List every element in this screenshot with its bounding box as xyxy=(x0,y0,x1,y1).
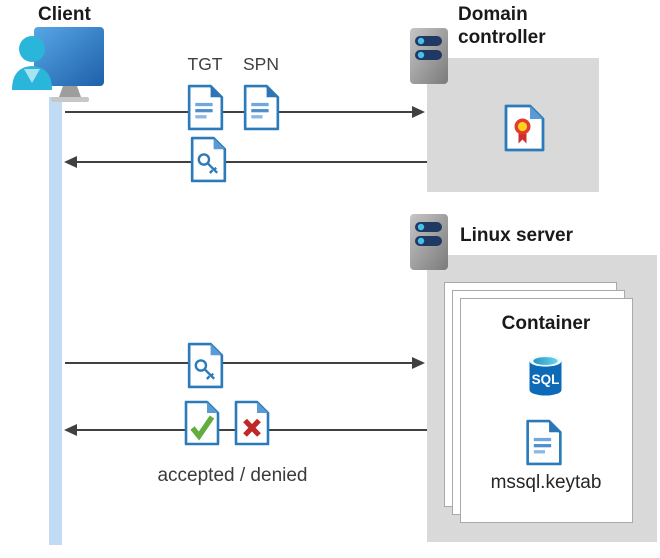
spn-document-icon xyxy=(243,84,280,131)
sql-database-icon: SQL xyxy=(527,353,564,398)
denied-document-icon xyxy=(234,399,270,447)
keytab-document-icon xyxy=(525,419,563,466)
container-card: Container SQL m xyxy=(460,298,633,523)
accepted-document-icon xyxy=(184,399,220,447)
certificate-icon xyxy=(504,104,545,152)
key-document-icon-2 xyxy=(187,342,224,389)
tgt-label: TGT xyxy=(187,54,223,74)
linux-server-label: Linux server xyxy=(460,225,573,246)
domain-controller-label: Domain controller xyxy=(458,3,546,49)
client-lifeline xyxy=(49,97,62,545)
tgt-document-icon xyxy=(187,84,224,131)
linux-server-icon xyxy=(410,214,448,270)
container-label: Container xyxy=(501,313,591,334)
arrow-ticket-response-head xyxy=(64,156,77,168)
arrow-result-response-head xyxy=(64,424,77,436)
arrow-service-ticket-head xyxy=(412,357,425,369)
key-document-icon xyxy=(190,136,227,183)
spn-label: SPN xyxy=(243,54,279,74)
arrow-tgt-spn-request-line xyxy=(65,111,412,113)
arrow-service-ticket-line xyxy=(65,362,412,364)
sql-icon-text: SQL xyxy=(532,372,560,387)
accepted-denied-label: accepted / denied xyxy=(157,465,308,486)
arrow-ticket-response-line xyxy=(77,161,427,163)
client-computer-icon xyxy=(8,26,106,104)
client-label: Client xyxy=(38,4,91,25)
keytab-file-label: mssql.keytab xyxy=(490,472,602,493)
domain-controller-label-line1: Domain xyxy=(458,4,528,25)
arrow-tgt-spn-request-head xyxy=(412,106,425,118)
domain-controller-label-line2: controller xyxy=(458,27,546,48)
domain-controller-server-icon xyxy=(410,28,448,84)
